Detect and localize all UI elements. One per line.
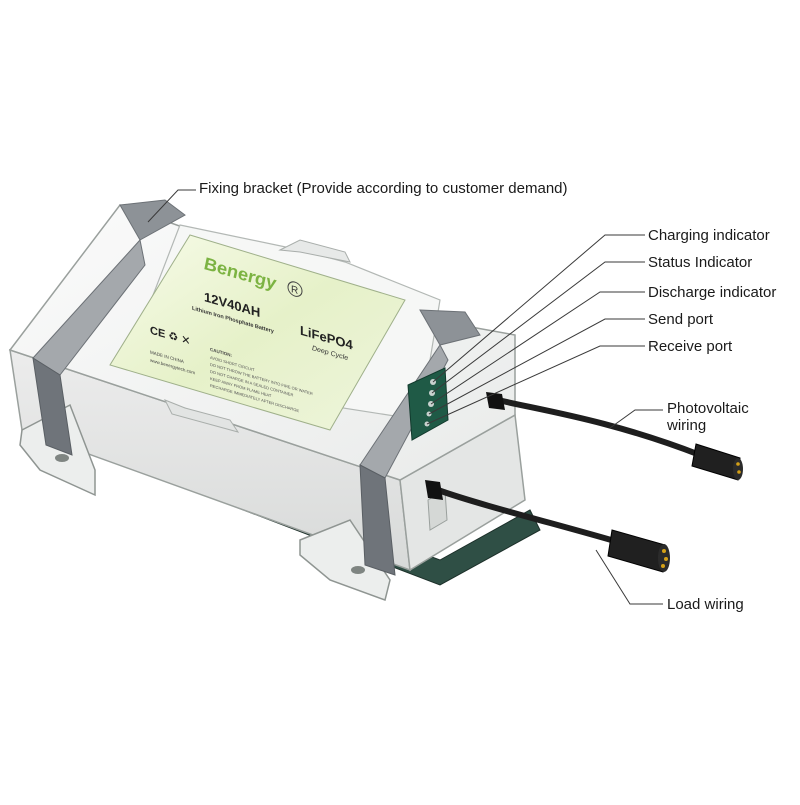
left-mount-hole	[55, 454, 69, 462]
leader-send-port	[428, 318, 645, 415]
photovoltaic-cable	[495, 397, 703, 458]
callout-send-port: Send port	[648, 311, 714, 328]
load-pin	[664, 557, 668, 561]
leader-photovoltaic	[609, 409, 663, 429]
label-caution-title: CAUTION:	[210, 347, 232, 358]
callout-fixing-bracket: Fixing bracket (Provide according to cus…	[199, 180, 568, 197]
callout-status-indicator: Status Indicator	[648, 254, 753, 271]
load-connector-face	[658, 544, 670, 572]
load-cable	[435, 487, 621, 545]
load-gland	[425, 480, 443, 500]
photovoltaic-connector-face	[733, 458, 743, 480]
left-strap-top	[119, 199, 186, 241]
photovoltaic-pin	[737, 470, 741, 474]
callout-load-wiring: Load wiring	[667, 596, 744, 613]
callout-photovoltaic-line1: Photovoltaic	[667, 400, 749, 417]
callout-photovoltaic-line2: wiring	[667, 417, 707, 434]
case-handle-ridge	[278, 239, 351, 263]
product-label	[109, 234, 406, 431]
load-pin	[662, 549, 666, 553]
right-strap-down	[359, 464, 396, 576]
leader-lines	[147, 189, 663, 605]
left-mount-foot	[19, 403, 96, 497]
callout-discharge-indicator: Discharge indicator	[648, 284, 777, 301]
left-strap-down	[32, 356, 73, 456]
photovoltaic-gland	[486, 392, 505, 410]
leader-load-wiring	[595, 549, 663, 605]
leader-charging-indicator	[432, 234, 645, 383]
right-strap-top	[419, 309, 481, 346]
load-connector	[607, 529, 666, 573]
right-mount-foot	[299, 519, 391, 601]
leader-fixing-bracket	[147, 189, 196, 223]
photovoltaic-connector	[691, 443, 741, 481]
callout-receive-port: Receive port	[648, 338, 733, 355]
leader-discharge-indicator	[430, 291, 645, 405]
label-registered: R	[291, 284, 298, 297]
case-front-ridge	[163, 399, 240, 433]
leader-receive-port	[426, 345, 645, 425]
callout-photovoltaic-wiring: Photovoltaic wiring	[667, 400, 749, 434]
leader-status-indicator	[431, 261, 645, 394]
load-pin	[661, 564, 665, 568]
callout-charging-indicator: Charging indicator	[648, 227, 770, 244]
right-mount-hole	[351, 566, 365, 574]
registered-mark-circle	[287, 281, 303, 297]
photovoltaic-pin	[736, 462, 740, 466]
